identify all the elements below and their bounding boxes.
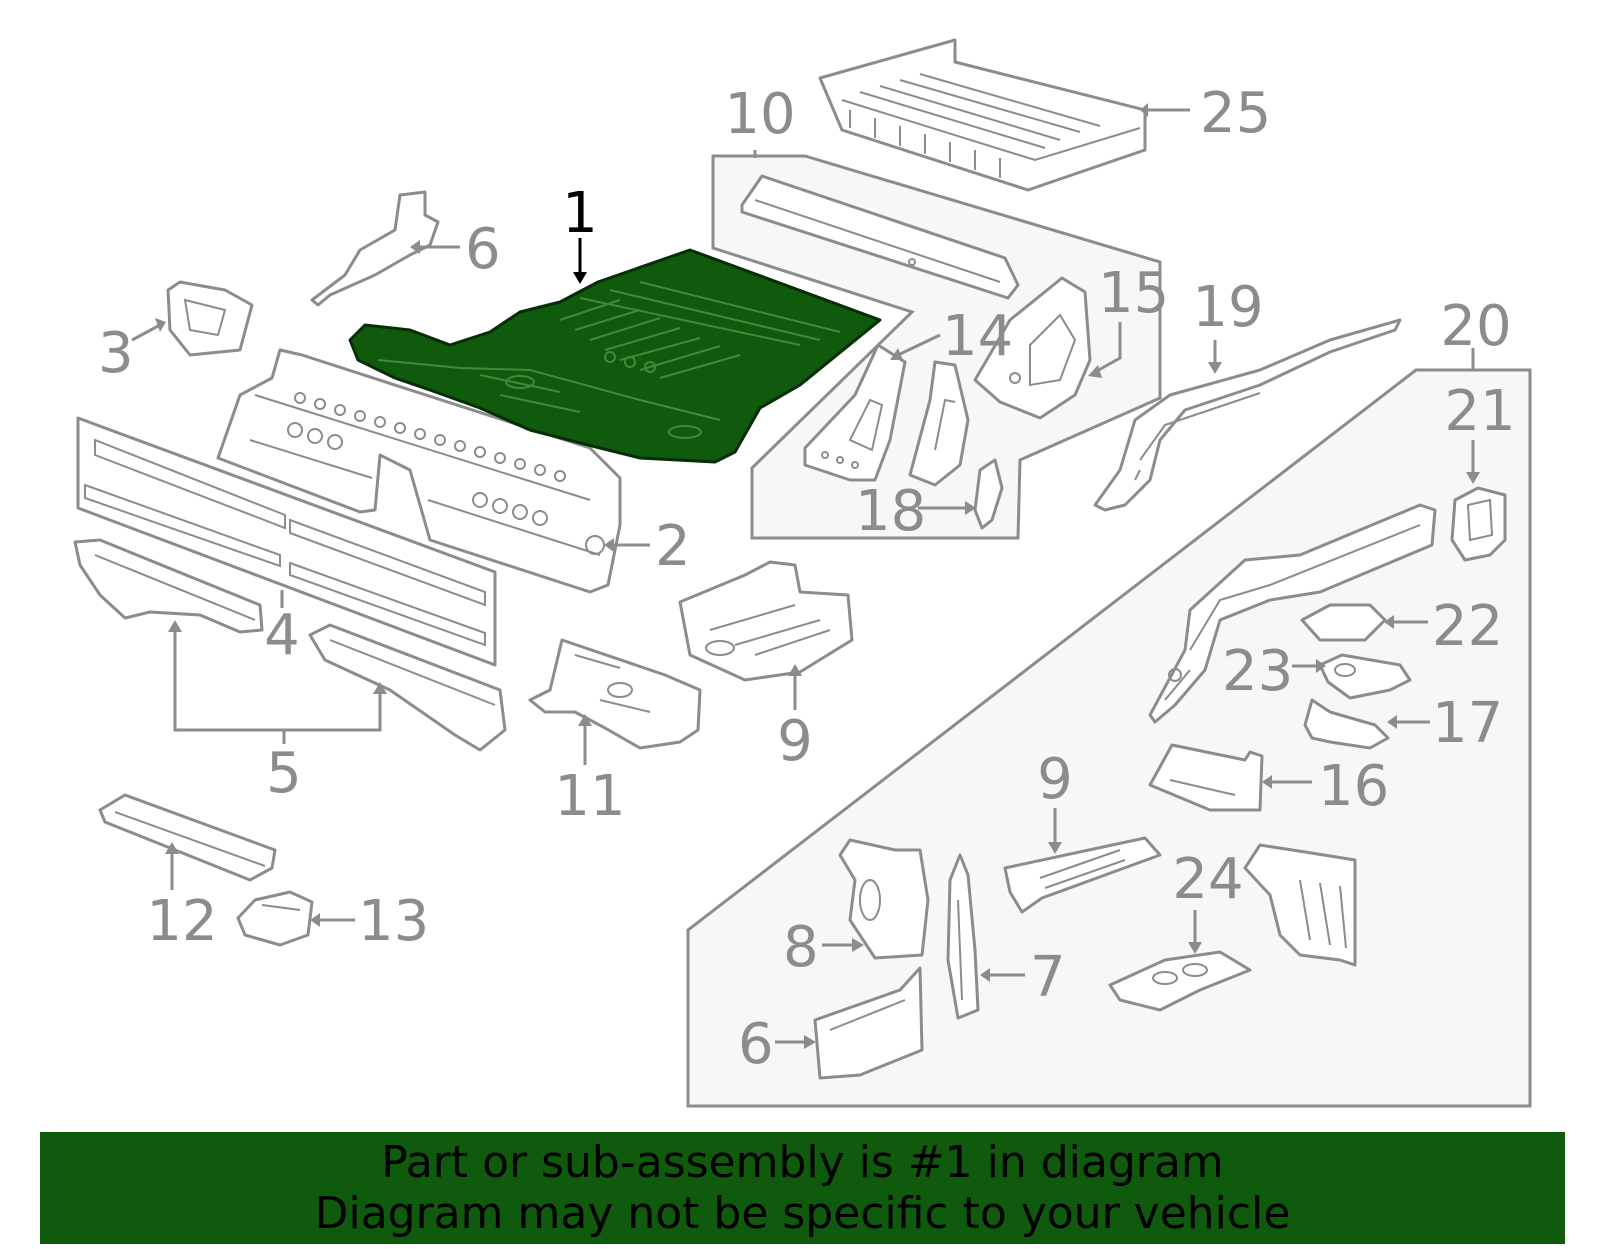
part-8-panel (838, 838, 930, 960)
callout-23: 23 (1222, 639, 1293, 704)
part-4-sills (76, 416, 497, 667)
callout-2: 2 (655, 514, 691, 579)
callout-15: 15 (1098, 261, 1169, 326)
callout-6-right: 6 (738, 1012, 774, 1077)
callout-16: 16 (1318, 754, 1389, 819)
part-17-bracket (1303, 698, 1390, 750)
callout-9-right: 9 (1037, 747, 1073, 812)
callout-10: 10 (724, 82, 795, 147)
part-13-bracket (236, 890, 314, 947)
callout-22: 22 (1432, 594, 1503, 659)
part-6-bracket-top (310, 190, 440, 307)
callout-20: 20 (1440, 294, 1511, 359)
part-6-panel-right (813, 966, 924, 1080)
callout-11: 11 (554, 764, 625, 829)
leader-lines (131, 103, 1480, 1049)
part-19-rail (1093, 318, 1402, 512)
callout-9-center: 9 (777, 709, 813, 774)
part-1-floor-pan[interactable] (348, 248, 882, 464)
part-7-pillar (946, 853, 980, 1020)
part-9-pan-center (678, 560, 854, 682)
part-14-bracket (803, 343, 907, 482)
part-3-bracket (166, 280, 254, 357)
part-9-pan-right (1003, 836, 1162, 914)
part-25-tray (818, 38, 1147, 192)
callout-8: 8 (783, 915, 819, 980)
callout-3: 3 (98, 321, 134, 386)
part-23-bracket (1318, 653, 1412, 700)
callout-25: 25 (1200, 81, 1271, 146)
part-5-rail-right (308, 623, 507, 752)
info-banner: Part or sub-assembly is #1 in diagram Di… (40, 1132, 1565, 1244)
part-12-member (98, 793, 277, 882)
callout-13: 13 (358, 889, 429, 954)
callout-5: 5 (266, 741, 302, 806)
part-24-floor (1108, 950, 1252, 1012)
banner-line-1: Part or sub-assembly is #1 in diagram (381, 1137, 1224, 1188)
part-24-panel (1243, 843, 1357, 967)
part-18-bracket (973, 458, 1004, 530)
callout-1: 1 (562, 181, 598, 246)
part-16-bracket (1148, 743, 1264, 812)
callout-12: 12 (146, 889, 217, 954)
part-20-rail (1148, 503, 1437, 724)
part-21-bracket (1450, 486, 1507, 562)
callout-4: 4 (264, 603, 300, 668)
callout-6-top: 6 (465, 217, 501, 282)
part-pillar (908, 360, 970, 487)
callout-7: 7 (1030, 945, 1066, 1010)
callout-24: 24 (1172, 847, 1243, 912)
part-2-crossmember (216, 348, 622, 594)
part-5-rail-left (73, 538, 264, 634)
callout-19: 19 (1192, 275, 1263, 340)
part-15-bracket (973, 276, 1092, 420)
banner-line-2: Diagram may not be specific to your vehi… (314, 1188, 1291, 1239)
part-11-bracket (528, 638, 702, 750)
callout-17: 17 (1432, 691, 1503, 756)
part-10-panel (740, 174, 1020, 300)
callout-21: 21 (1444, 379, 1515, 444)
callout-18: 18 (855, 479, 926, 544)
part-22-bracket (1300, 603, 1387, 642)
callout-14: 14 (942, 304, 1013, 369)
